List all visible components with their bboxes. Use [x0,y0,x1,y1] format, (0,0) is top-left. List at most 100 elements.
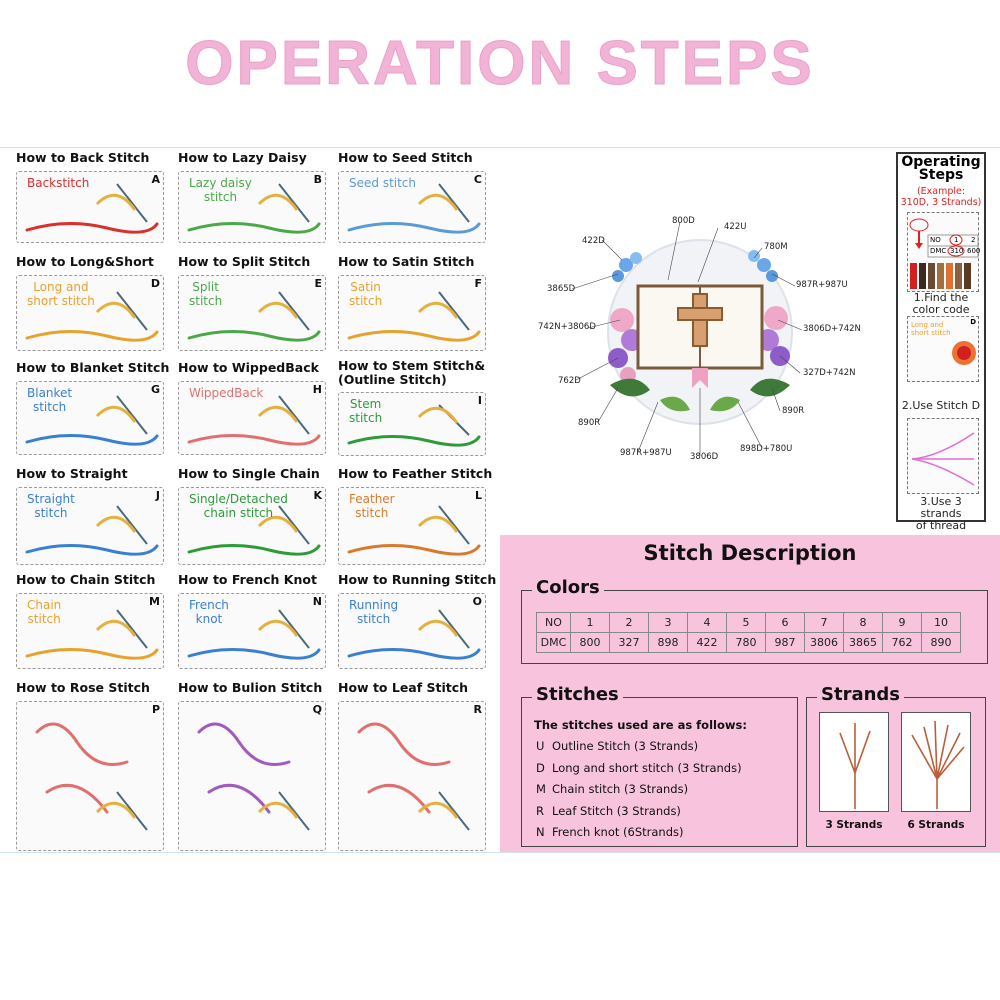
stitch-drawing [347,505,481,556]
stitch-drawing [25,395,159,446]
stitch-cell-heading: How to Back Stitch [16,150,150,165]
stitch-cell-letter: L [474,489,482,502]
stitch-cell-heading: How to Leaf Stitch [338,680,469,695]
mini-dmc: DMC [930,247,947,255]
stitch-cell-heading: How to Satin Stitch [338,254,475,269]
mini-table-svg [909,218,979,289]
flower-cluster-left [608,252,643,383]
stitch-code: N [536,825,545,839]
stitch-cell-heading: How to French Knot [178,572,317,587]
stitch-cell-heading: How to Rose Stitch [16,680,150,695]
stitch-cell-letter: H [312,383,322,396]
stitch-cell-letter: C [473,173,482,186]
pattern-color-label: 800D [672,216,695,226]
operating-example: (Example:310D, 3 Strands) [900,186,982,208]
color-dmc-cell: 422 [687,632,727,653]
stitch-cell-letter: B [313,173,322,186]
pattern-color-label: 3865D [547,284,576,294]
stitch-cell-label: French knot [189,598,229,626]
stitch-drawing [25,505,159,556]
pattern-color-label: 890R [782,406,805,416]
strands-group: Strands 3 Strands 6 Strands [806,684,986,847]
color-no-cell: 7 [804,612,844,633]
color-dmc-cell: 987 [765,632,805,653]
three-strands-image [819,712,889,812]
stitch-cell-letter: D [150,277,160,290]
stitch-cell-illustration: K Single/Detached chain stitch [178,487,326,565]
pattern-color-label: 422U [724,222,747,232]
stitch-drawing [197,722,310,831]
stitch-cell-letter: A [151,173,160,186]
pattern-color-label: 3806D [690,452,719,462]
color-no-cell: 10 [921,612,961,633]
stitch-cell-heading: How to Running Stitch [338,572,497,587]
stitch-cell-label: Seed stitch [349,176,417,190]
stitch-cell-heading: How to Seed Stitch [338,150,473,165]
stitch-code: U [536,739,545,753]
stitch-cell-heading: How to Lazy Daisy [178,150,307,165]
stitch-cell-illustration: R [338,701,486,851]
color-no-cell: 8 [843,612,883,633]
color-no-cell: 6 [765,612,805,633]
stitch-cell-heading: How to WippedBack [178,360,319,375]
stitch-list-item: D Long and short stitch (3 Strands) [536,761,742,775]
content-frame [0,147,1000,853]
stitch-drawing [187,183,321,234]
color-no-cell: 9 [882,612,922,633]
stitch-drawing [357,722,470,831]
stitch-cell-letter: M [149,595,160,608]
mini-n1: 1 [954,236,959,244]
pattern-color-label: 422D [582,236,605,246]
stitch-cell-heading: How to Bulion Stitch [178,680,323,695]
stitch-cell-letter: G [150,383,160,396]
step2-caption: 2.Use Stitch D [901,399,981,412]
three-strands-caption: 3 Strands [825,819,883,831]
color-no-cell: 4 [687,612,727,633]
stitch-drawing [25,183,159,234]
stitch-text: French knot (6Strands) [552,825,684,839]
stitch-list-item: N French knot (6Strands) [536,825,684,839]
stitch-text: Leaf Stitch (3 Strands) [552,803,681,818]
stitch-drawing [35,722,148,831]
stitch-cell-label: Blanket stitch [27,386,73,414]
stitch-text: Long and short stitch (3 Strands) [552,760,742,775]
stitch-code: D [536,760,545,775]
stitch-cell-letter: K [313,489,322,502]
stitch-drawing [25,291,159,342]
stitch-cell-letter: R [473,703,482,716]
colors-title: Colors [532,577,604,598]
stitch-cell-letter: I [477,394,482,407]
stitch-cell-label: Running stitch [349,598,399,626]
page-title: OPERATION STEPS [185,29,815,99]
stitch-text: Chain stitch (3 Strands) [552,782,689,796]
mini-v2: 600 [967,247,981,255]
stitch-cell-illustration: Q [178,701,326,851]
stitch-cell-label: Straight stitch [27,492,75,520]
six-strands-caption: 6 Strands [907,819,965,831]
stitch-cell-letter: Q [312,703,322,716]
mini-stitch-label: Long and short stitch [911,321,951,337]
stitch-cell-letter: P [151,703,160,716]
stitch-drawing [187,395,321,446]
color-code-mini-table: NO DMC 1 2 310 600 [907,212,981,292]
stitches-intro: The stitches used are as follows: [534,718,747,732]
stitch-cell-illustration: P [16,701,164,851]
stitch-cell-label: Single/Detached chain stitch [189,492,288,520]
color-dmc-cell: 780 [726,632,766,653]
stitch-description-heading: Stitch Description [643,541,857,565]
